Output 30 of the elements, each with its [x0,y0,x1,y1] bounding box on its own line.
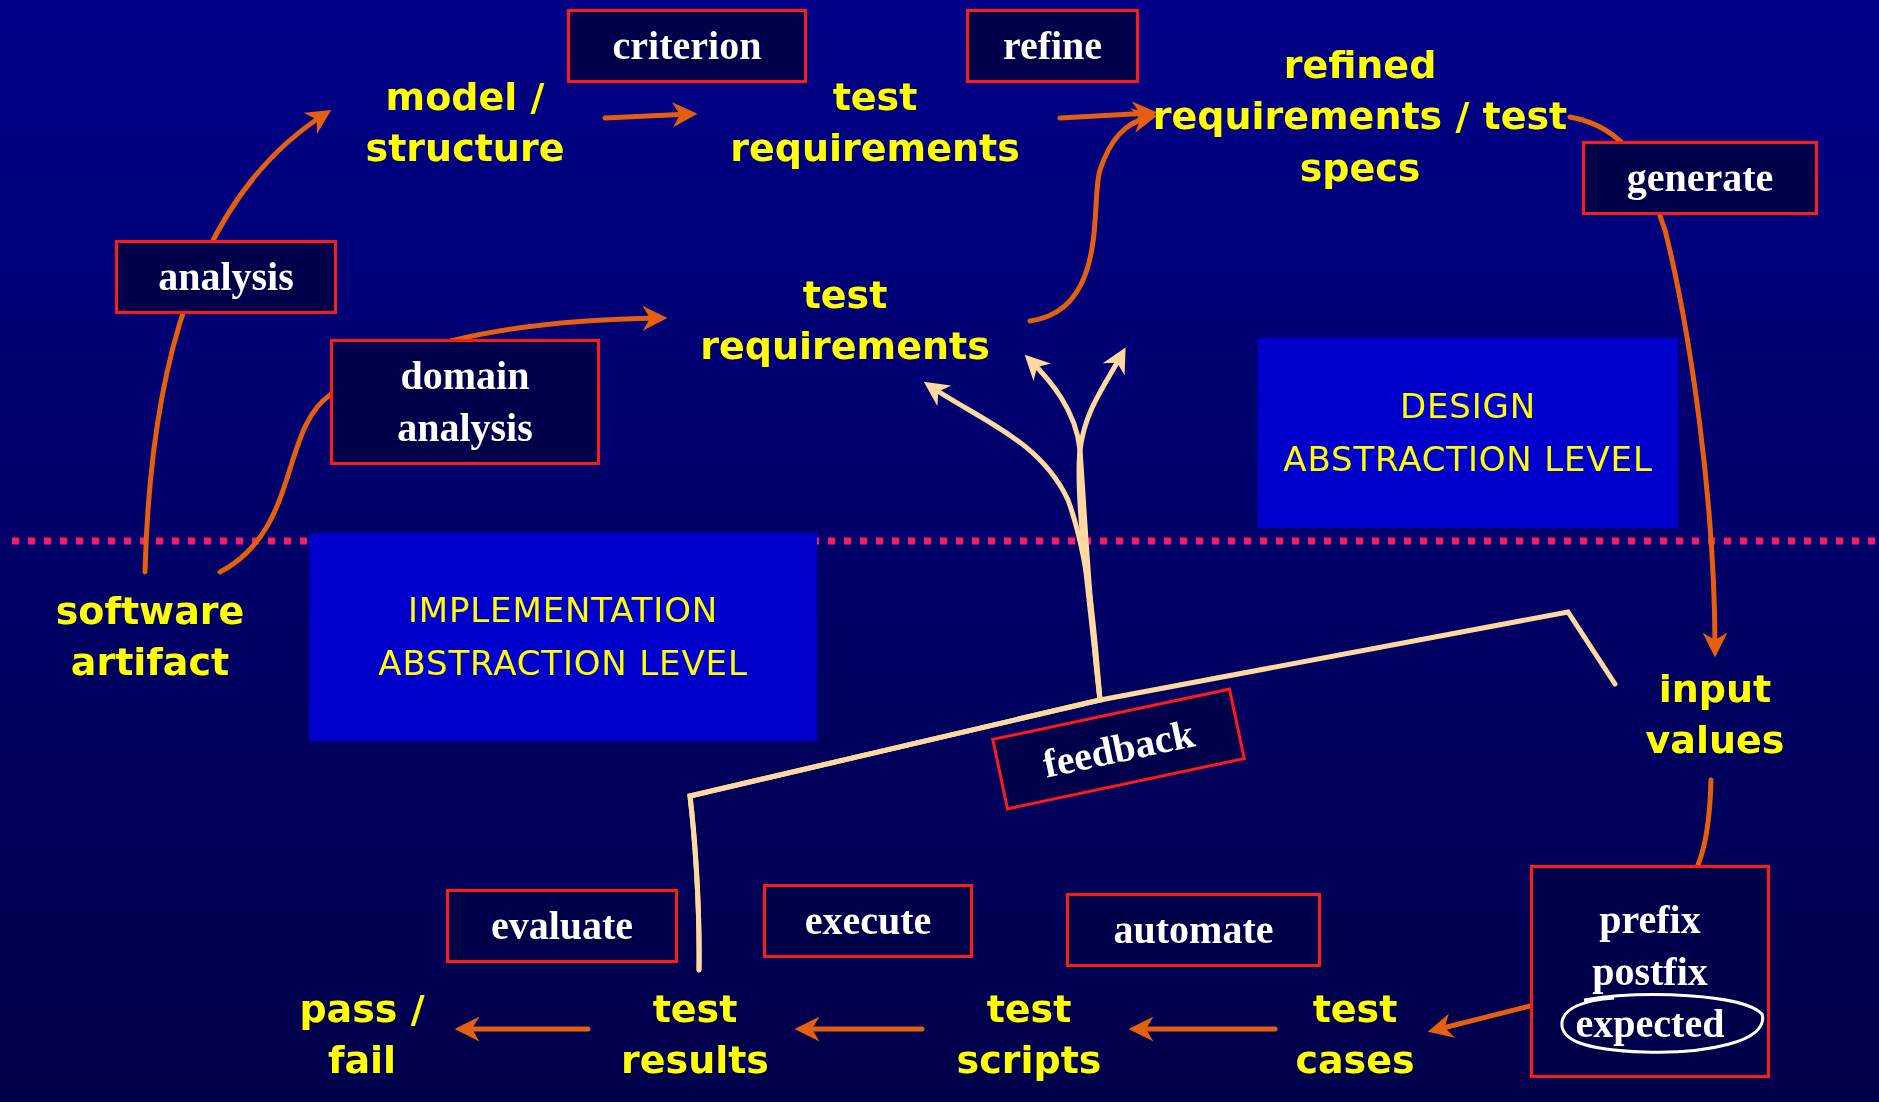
step-label: test scripts [922,970,1136,1100]
edge-label: analysis [115,240,337,314]
level-band: IMPLEMENTATION ABSTRACTION LEVEL [309,533,817,741]
edge-label: execute [763,884,973,958]
arrow [1057,101,1158,127]
step-label: test requirements [660,256,1030,386]
step-label: refined requirements / test specs [1150,22,1570,212]
edge-label: feedback [991,687,1246,811]
step-label: input values [1615,650,1815,780]
edge-label: domain analysis [330,339,600,465]
arrow [1128,1016,1278,1042]
arrow [794,1016,925,1042]
arrow [454,1016,591,1042]
arrow [1024,354,1618,703]
edge-label: refine [966,9,1139,83]
edge-label: automate [1066,893,1321,967]
arrow [1027,109,1158,324]
edge-label: evaluate [446,889,678,963]
arrow [602,102,698,128]
step-label: test results [588,970,802,1100]
step-label: pass / fail [262,970,462,1100]
step-label: test cases [1275,970,1435,1100]
process-box [1530,865,1770,1078]
box-text: postfix [1592,948,1708,994]
edge-label: criterion [567,9,807,83]
level-band: DESIGN ABSTRACTION LEVEL [1258,338,1678,528]
box-text: expected [1575,1000,1725,1046]
box-text: prefix [1599,896,1701,942]
step-label: software artifact [15,572,285,702]
edge-label: generate [1582,141,1818,215]
